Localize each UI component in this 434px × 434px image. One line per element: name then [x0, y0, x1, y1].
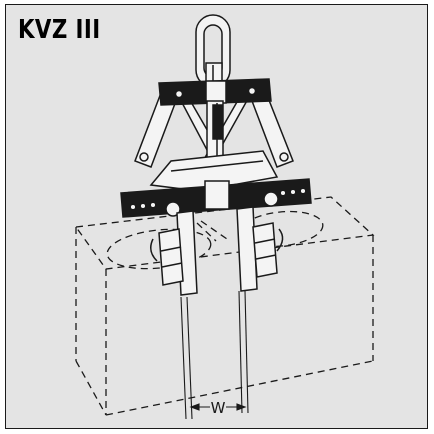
width-dimension — [180, 290, 249, 420]
stone-block — [74, 196, 375, 416]
gripper-jaws — [150, 206, 284, 296]
extension-line-right-b — [244, 290, 249, 414]
jaw-right-pad — [252, 222, 278, 278]
figure-frame: KVZ III W — [5, 4, 428, 429]
jaw-right-line-2 — [255, 254, 277, 260]
lower-beam-hole-5 — [289, 188, 297, 196]
extension-line-right-a — [238, 290, 243, 414]
lever-plate-line — [170, 160, 264, 172]
block-center-divider-2 — [200, 220, 228, 240]
lower-beam-hole-3 — [149, 201, 157, 209]
stone-block-bottom-front — [105, 360, 374, 416]
dimension-arrow-right — [236, 403, 247, 411]
lower-beam-hole-2 — [139, 202, 147, 210]
lifting-eye — [195, 14, 231, 88]
dimension-arrow-left — [189, 403, 200, 411]
locking-bolt-right — [263, 191, 279, 207]
gripping-zone-left — [106, 228, 212, 270]
jaw-right-plate — [236, 206, 258, 292]
lifting-clamp-drawing: W — [74, 14, 375, 420]
upper-beam-hole-1 — [174, 89, 184, 99]
lower-beam-hole-4 — [279, 189, 287, 197]
central-column — [149, 100, 279, 198]
lower-beam-hub — [204, 180, 230, 210]
dimension-label-bg — [210, 399, 226, 415]
stone-block-bottom-left — [75, 360, 107, 416]
extension-line-left-b — [186, 296, 193, 420]
upper-beam-hole-2 — [247, 86, 257, 96]
figure-title: KVZ III — [18, 15, 101, 45]
block-center-divider — [196, 222, 217, 242]
jaw-left-hinge — [150, 238, 158, 262]
extension-line-left-a — [180, 296, 187, 420]
dimension-label: W — [211, 399, 226, 417]
jaw-right-line-1 — [254, 238, 276, 244]
jaw-left-line-1 — [160, 246, 182, 252]
lower-beam — [120, 178, 312, 218]
lever-handle — [212, 104, 223, 140]
arm-pin-right — [279, 152, 289, 162]
arm-pin-left — [139, 152, 149, 162]
upper-beam-hub — [205, 80, 227, 104]
upper-beam — [158, 78, 272, 106]
jaw-right-hinge — [276, 228, 284, 252]
jaw-left-pad — [158, 228, 184, 286]
lower-beam-hole-1 — [129, 203, 137, 211]
lower-beam-hole-6 — [299, 187, 307, 195]
jaw-left-line-2 — [161, 262, 183, 268]
